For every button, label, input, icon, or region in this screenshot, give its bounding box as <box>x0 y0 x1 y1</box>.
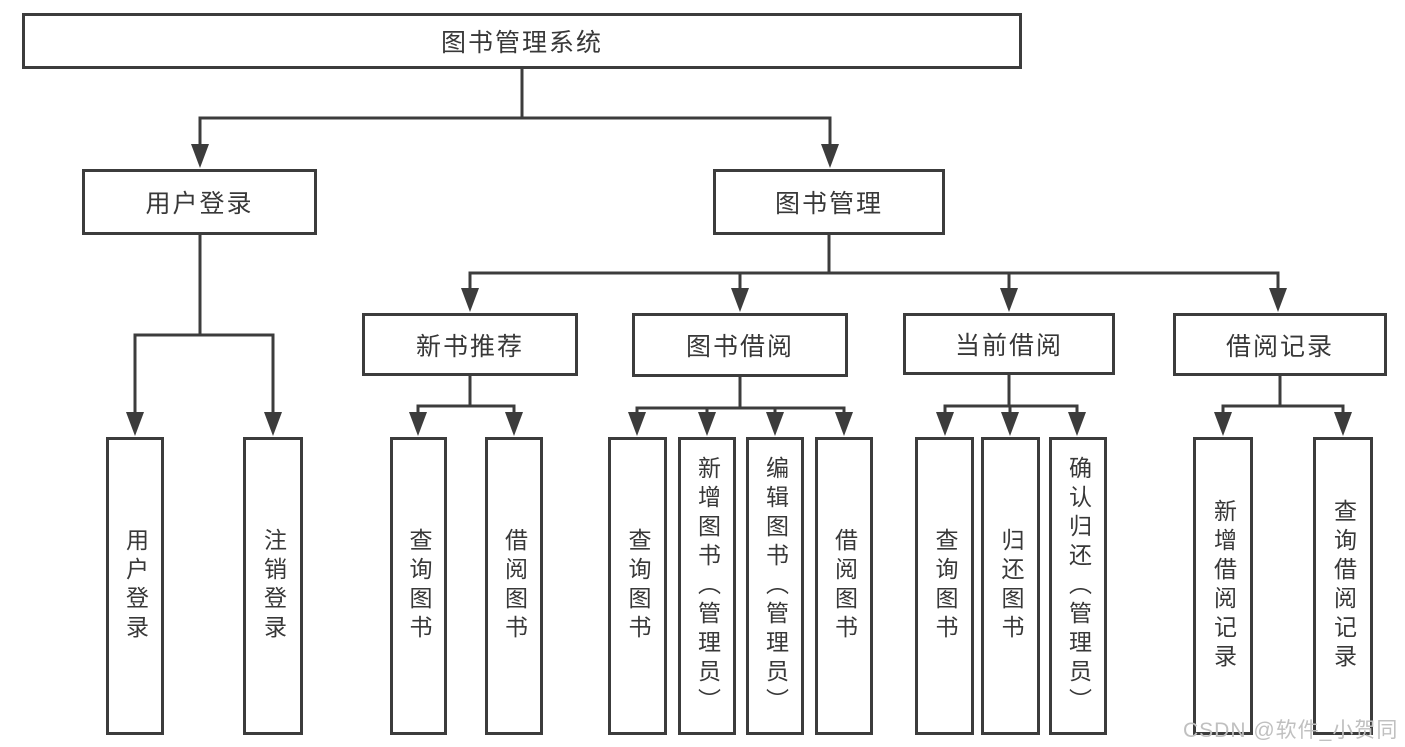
arrowhead <box>1000 288 1018 312</box>
node-book-management: 图书管理 <box>713 169 945 235</box>
leaf-query-books-current: 查询图书 <box>915 437 974 735</box>
leaf-query-books-borrowing: 查询图书 <box>608 437 667 735</box>
connector-root-to-branches <box>191 69 839 168</box>
leaf-query-borrow-record: 查询借阅记录 <box>1313 437 1373 735</box>
node-current-borrowing: 当前借阅 <box>903 313 1115 375</box>
connector-borrowing-records-children <box>1214 376 1352 436</box>
node-borrowing-records: 借阅记录 <box>1173 313 1387 376</box>
leaf-borrow-books-recommend: 借阅图书 <box>485 437 543 735</box>
arrowhead <box>1068 412 1086 436</box>
leaf-logout: 注销登录 <box>243 437 303 735</box>
arrowhead <box>409 412 427 436</box>
leaf-user-login: 用户登录 <box>106 437 164 735</box>
node-user-login: 用户登录 <box>82 169 317 235</box>
connector-book-management-children <box>461 235 1287 312</box>
arrowhead <box>126 412 144 436</box>
node-book-borrowing: 图书借阅 <box>632 313 848 377</box>
arrowhead <box>766 412 784 436</box>
leaf-return-books: 归还图书 <box>981 437 1040 735</box>
arrowhead <box>1001 412 1019 436</box>
leaf-query-books-recommend: 查询图书 <box>390 437 447 735</box>
node-root: 图书管理系统 <box>22 13 1022 69</box>
arrowhead <box>1269 288 1287 312</box>
leaf-edit-books-admin: 编辑图书（管理员） <box>746 437 804 735</box>
leaf-add-books-admin: 新增图书（管理员） <box>678 437 736 735</box>
leaf-confirm-return-admin: 确认归还（管理员） <box>1049 437 1107 735</box>
arrowhead <box>1334 412 1352 436</box>
leaf-add-borrow-record: 新增借阅记录 <box>1193 437 1253 735</box>
arrowhead <box>505 412 523 436</box>
connector-user-login-children <box>126 235 282 436</box>
arrowhead <box>461 288 479 312</box>
arrowhead <box>835 412 853 436</box>
node-new-book-recommendation: 新书推荐 <box>362 313 578 376</box>
leaf-borrow-books-borrowing: 借阅图书 <box>815 437 873 735</box>
arrowhead <box>264 412 282 436</box>
connector-book-borrowing-children <box>628 377 853 436</box>
arrowhead <box>1214 412 1232 436</box>
connector-current-borrowing-children <box>936 375 1086 436</box>
arrowhead <box>698 412 716 436</box>
arrowhead <box>731 288 749 312</box>
arrowhead <box>936 412 954 436</box>
arrowhead <box>191 144 209 168</box>
arrowhead <box>628 412 646 436</box>
connector-new-book-children <box>409 376 523 436</box>
arrowhead <box>821 144 839 168</box>
